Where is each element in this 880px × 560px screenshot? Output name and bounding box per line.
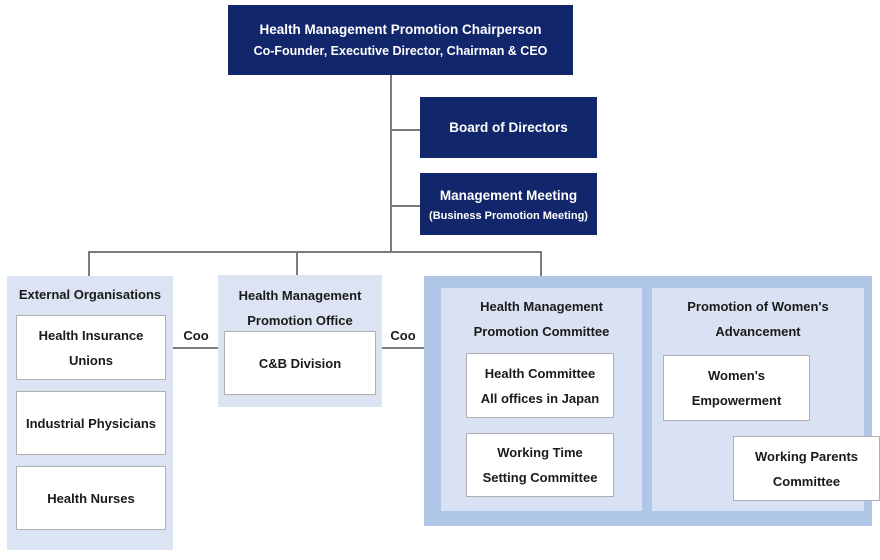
- health-committee-label-line1: Health Committee: [484, 365, 596, 381]
- promotion-office-title-line1: Health Management: [238, 288, 362, 303]
- connector-main-vertical: [390, 75, 392, 253]
- cooperation-label-right: Coo: [390, 328, 416, 343]
- working-parents-committee-label-line2: Committee: [772, 473, 841, 489]
- working-time-committee-label-line2: Setting Committee: [482, 470, 598, 485]
- connector-meeting-branch: [391, 205, 420, 207]
- group-promotion-office: Health Management Promotion Office C&B D…: [218, 275, 382, 407]
- connector-distribution: [88, 251, 542, 253]
- node-industrial-physicians: Industrial Physicians: [16, 391, 166, 455]
- health-insurance-unions-label-line1: Health Insurance: [38, 327, 144, 343]
- promotion-committee-title-line2: Promotion Committee: [473, 324, 610, 339]
- connector-drop-external: [88, 251, 90, 276]
- node-management-meeting: Management Meeting (Business Promotion M…: [420, 173, 597, 235]
- health-committee-label-line2: All offices in Japan: [480, 390, 600, 406]
- womens-empowerment-label-line1: Women's: [707, 368, 766, 383]
- cb-division-label: C&B Division: [258, 355, 342, 371]
- node-health-insurance-unions: Health Insurance Unions: [16, 315, 166, 380]
- industrial-physicians-label: Industrial Physicians: [25, 415, 157, 431]
- chairperson-subtitle: Co-Founder, Executive Director, Chairman…: [253, 44, 548, 58]
- womens-advancement-title-line1: Promotion of Women's: [687, 299, 829, 314]
- connector-drop-office: [296, 251, 298, 275]
- node-chairperson: Health Management Promotion Chairperson …: [228, 5, 573, 75]
- node-cb-division: C&B Division: [224, 331, 376, 395]
- womens-advancement-title-line2: Advancement: [715, 324, 801, 339]
- external-organisations-title: External Organisations: [18, 287, 162, 302]
- group-womens-advancement: Promotion of Women's Advancement Women's…: [652, 288, 880, 511]
- promotion-committee-title: Health Management Promotion Committee: [441, 294, 642, 344]
- group-committees-outer: Health Management Promotion Committee He…: [424, 276, 880, 526]
- health-nurses-label: Health Nurses: [47, 490, 135, 506]
- node-working-parents-committee: Working Parents Committee: [733, 436, 880, 501]
- cooperation-label-left: Coo: [183, 328, 209, 343]
- group-promotion-committee: Health Management Promotion Committee He…: [441, 288, 642, 511]
- connector-coo-left: [173, 347, 218, 349]
- womens-empowerment-label-line2: Empowerment: [691, 393, 782, 408]
- connector-drop-committee: [540, 251, 542, 276]
- board-of-directors-label: Board of Directors: [449, 120, 568, 135]
- management-meeting-subtitle: (Business Promotion Meeting): [429, 209, 588, 222]
- group-external-organisations: External Organisations Health Insurance …: [7, 276, 173, 550]
- node-working-time-committee: Working Time Setting Committee: [466, 433, 614, 497]
- node-health-nurses: Health Nurses: [16, 466, 166, 530]
- chairperson-title: Health Management Promotion Chairperson: [259, 22, 542, 37]
- health-insurance-unions-label-line2: Unions: [68, 352, 114, 368]
- working-time-committee-label-line1: Working Time: [497, 445, 583, 460]
- connector-coo-right: [382, 347, 424, 349]
- working-parents-committee-label-line1: Working Parents: [754, 448, 859, 464]
- womens-advancement-title: Promotion of Women's Advancement: [652, 294, 864, 344]
- node-womens-empowerment: Women's Empowerment: [663, 355, 810, 421]
- node-board-of-directors: Board of Directors: [420, 97, 597, 158]
- promotion-office-title: Health Management Promotion Office: [218, 283, 382, 333]
- connector-board-branch: [391, 129, 420, 131]
- management-meeting-label: Management Meeting: [439, 187, 578, 203]
- node-health-committee: Health Committee All offices in Japan: [466, 353, 614, 418]
- promotion-committee-title-line1: Health Management: [480, 299, 603, 314]
- promotion-office-title-line2: Promotion Office: [247, 313, 353, 328]
